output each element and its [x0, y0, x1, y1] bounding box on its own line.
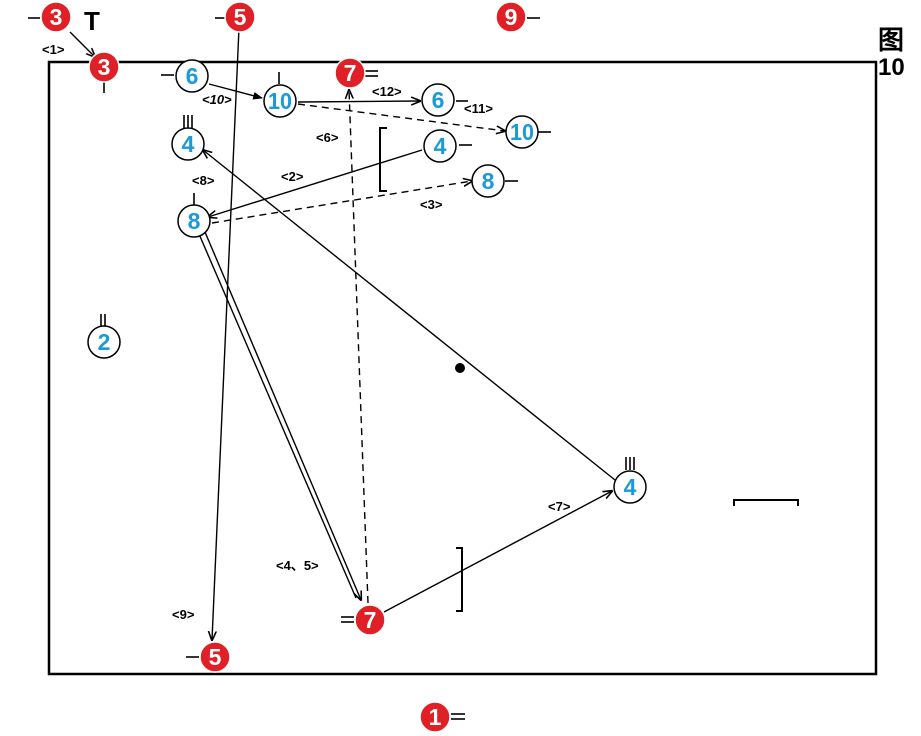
- t-mark: T: [84, 6, 100, 36]
- dribble-line-45-a: [198, 233, 357, 599]
- figure-label-char: 图: [878, 25, 905, 55]
- svg-text:8: 8: [482, 168, 495, 194]
- dribble-line-45-b: [204, 231, 361, 600]
- svg-text:7: 7: [364, 607, 377, 633]
- player-3-inner: 3: [88, 51, 120, 83]
- move-line-1: [69, 31, 95, 57]
- seq-label-3: <3>: [420, 197, 443, 212]
- seq-label-10: <10>: [202, 92, 232, 107]
- movement-lines: [69, 27, 616, 640]
- player-4-left: 4: [171, 127, 205, 161]
- player-4-bottom: 4: [613, 470, 647, 504]
- player-6-right: 6: [421, 83, 455, 117]
- team-b-players: 6 10 6 10 4 4 8 8: [87, 59, 647, 504]
- player-5-top: 5: [224, 1, 256, 33]
- seq-label-7: <7>: [548, 499, 571, 514]
- court-boundary: [47, 60, 878, 676]
- svg-text:6: 6: [186, 63, 199, 89]
- seq-label-4-5: <4、5>: [276, 558, 319, 573]
- move-line-2: [208, 149, 423, 217]
- svg-text:1: 1: [429, 704, 442, 730]
- pass-line-3: [211, 181, 472, 224]
- player-ticks: [28, 17, 635, 720]
- player-8-left: 8: [177, 204, 211, 238]
- player-3-top: 3: [40, 1, 72, 33]
- player-5-bottom: 5: [199, 641, 231, 673]
- player-10-right: 10: [505, 115, 539, 149]
- move-line-7: [383, 491, 612, 613]
- move-line-8: [203, 150, 616, 481]
- seq-label-6: <6>: [316, 130, 339, 145]
- player-2: 2: [87, 325, 121, 359]
- svg-text:4: 4: [624, 474, 637, 500]
- svg-text:10: 10: [268, 88, 292, 114]
- seq-label-1: <1>: [42, 42, 65, 57]
- svg-text:6: 6: [432, 87, 445, 113]
- move-line-10: [208, 83, 263, 100]
- svg-text:8: 8: [188, 208, 201, 234]
- svg-text:5: 5: [234, 4, 247, 30]
- seq-label-2: <2>: [281, 169, 304, 184]
- team-a-players: 3 5 9 3 7 7 5 1: [40, 1, 527, 733]
- player-7-bottom: 7: [354, 604, 386, 636]
- move-line-9: [212, 27, 240, 640]
- player-10-center: 10: [263, 84, 297, 118]
- svg-text:4: 4: [434, 133, 447, 159]
- screen-bracket-top: [379, 127, 387, 192]
- player-4-right: 4: [423, 129, 457, 163]
- player-7-top: 7: [334, 57, 366, 89]
- svg-text:9: 9: [505, 4, 518, 30]
- move-line-12: [297, 101, 420, 102]
- player-8-right: 8: [471, 164, 505, 198]
- player-1-bottom: 1: [419, 701, 451, 733]
- svg-text:3: 3: [98, 54, 111, 80]
- player-6-left: 6: [175, 59, 209, 93]
- pass-line-6: [349, 90, 369, 604]
- seq-label-9: <9>: [172, 607, 195, 622]
- svg-text:10: 10: [510, 119, 534, 145]
- figure-label-number: 10: [878, 54, 905, 81]
- pass-line-11: [297, 103, 505, 131]
- svg-text:5: 5: [209, 644, 222, 670]
- svg-text:4: 4: [182, 131, 195, 157]
- figure-label: 图 10: [878, 26, 905, 82]
- svg-text:2: 2: [98, 329, 111, 355]
- sequence-labels: <1> <10> <12> <11> <6> <8> <2> <3> <7> <…: [42, 42, 571, 622]
- screen-bracket-bottom: [456, 547, 463, 612]
- ball-icon: [455, 363, 465, 373]
- seq-label-12: <12>: [372, 84, 402, 99]
- player-9-top: 9: [495, 1, 527, 33]
- seq-label-8: <8>: [192, 173, 215, 188]
- seq-label-11: <11>: [464, 101, 493, 116]
- screen-marks: [379, 127, 799, 612]
- scale-bracket: [733, 499, 799, 506]
- svg-text:7: 7: [344, 60, 357, 86]
- svg-text:3: 3: [50, 4, 63, 30]
